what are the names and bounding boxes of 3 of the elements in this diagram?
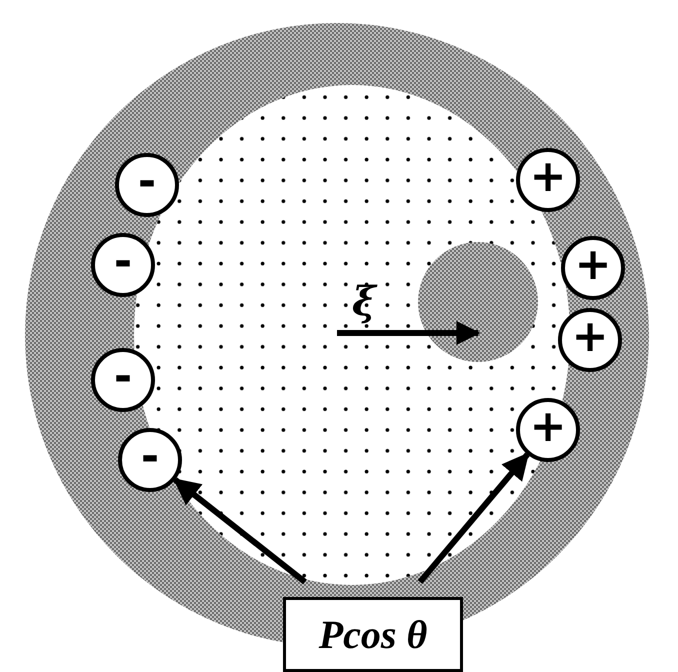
symbol-label: ξ	[352, 282, 376, 322]
arrow	[173, 477, 307, 584]
label-box: Pcos θ	[283, 597, 463, 672]
